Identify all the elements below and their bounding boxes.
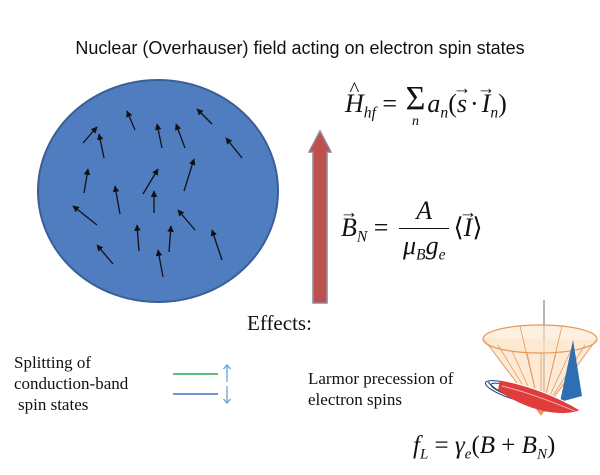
gyromagnetic-ratio-subscript: e <box>464 446 472 463</box>
nuclear-field-symbol: B <box>521 432 537 459</box>
hyperfine-hamiltonian-equation: Hhf = Σ n an(s·In) <box>345 80 507 129</box>
coupling-constant: a <box>427 88 441 118</box>
nuclear-spin-arrow <box>96 244 114 265</box>
mean-nuclear-spin: I <box>464 213 473 243</box>
splitting-label-line: spin states <box>18 395 89 414</box>
g-factor-subscript: e <box>438 246 446 264</box>
nuclear-spin-vector: I <box>482 89 491 119</box>
nuclear-spin-arrow <box>142 168 159 195</box>
gyromagnetic-ratio-symbol: γ <box>454 432 465 459</box>
equals-sign: = <box>373 213 389 243</box>
splitting-label-line: Splitting of <box>14 353 91 372</box>
nuclear-spin-arrow <box>183 158 196 192</box>
hamiltonian-subscript: hf <box>363 104 376 122</box>
nuclear-spin-arrow <box>126 110 136 131</box>
bohr-magneton-subscript: B <box>416 246 426 264</box>
splitting-label: Splitting of conduction-band spin states <box>14 352 128 415</box>
nuclear-spin-arrow <box>167 225 174 253</box>
nuclear-spin-arrow <box>175 123 186 149</box>
spin-ensemble-ellipse <box>37 79 279 303</box>
splitting-label-line: conduction-band <box>14 374 129 393</box>
nuclear-spin-arrow <box>97 133 105 159</box>
g-factor-symbol: g <box>425 231 439 260</box>
nuclear-spin-arrow <box>155 249 164 278</box>
nuclear-spin-arrow <box>225 137 243 159</box>
frequency-symbol: f <box>413 432 420 459</box>
overhauser-field-arrow <box>307 129 333 304</box>
summation-index: n <box>411 114 419 129</box>
coupling-subscript: n <box>440 104 449 122</box>
larmor-label: Larmor precession of electron spins <box>308 368 453 410</box>
larmor-label-line: electron spins <box>308 390 402 409</box>
larmor-precession-illustration <box>482 300 598 416</box>
spin-down-arrow-icon <box>223 386 231 404</box>
bohr-magneton-symbol: μ <box>402 231 417 260</box>
external-field-symbol: B <box>479 432 496 459</box>
nuclear-field-subscript: N <box>356 228 368 246</box>
frequency-subscript: L <box>419 446 429 463</box>
nuclear-spin-arrow <box>112 185 121 215</box>
nuclear-spin-arrow <box>177 209 196 231</box>
fraction-numerator: A <box>398 196 450 229</box>
larmor-frequency-equation: fL = γe(B + BN) <box>413 432 556 463</box>
summation: Σ n <box>405 80 426 129</box>
nuclear-spin-arrow <box>196 108 213 125</box>
nuclear-spin-arrow <box>83 168 91 194</box>
nuclear-spin-arrow <box>82 126 98 144</box>
diagram-title: Nuclear (Overhauser) field acting on ele… <box>75 38 525 58</box>
plus-sign: + <box>501 432 516 459</box>
electron-spin-vector: s <box>457 89 467 119</box>
nuclear-spin-arrows <box>72 108 243 278</box>
nuclear-spin-arrow <box>134 224 141 252</box>
field-fraction: A μBge <box>398 196 450 264</box>
nuclear-field-subscript: N <box>536 446 547 463</box>
nuclear-spin-subscript: n <box>490 104 499 122</box>
effects-label: Effects: <box>247 311 312 335</box>
equals-sign: = <box>434 432 449 459</box>
dot-operator: · <box>469 88 479 118</box>
nuclear-spin-arrow <box>210 229 223 261</box>
larmor-label-line: Larmor precession of <box>308 369 454 388</box>
nuclear-field-equation: BN = A μBge ⟨I⟩ <box>341 196 482 264</box>
nuclear-spin-arrow <box>72 205 98 226</box>
nuclear-field-symbol: B <box>341 213 357 243</box>
spin-splitting-diagram <box>173 364 231 404</box>
equals-sign: = <box>382 88 398 118</box>
hamiltonian-symbol: H <box>345 89 364 119</box>
nuclear-spin-arrow <box>155 123 163 149</box>
spin-up-arrow-icon <box>223 364 231 382</box>
